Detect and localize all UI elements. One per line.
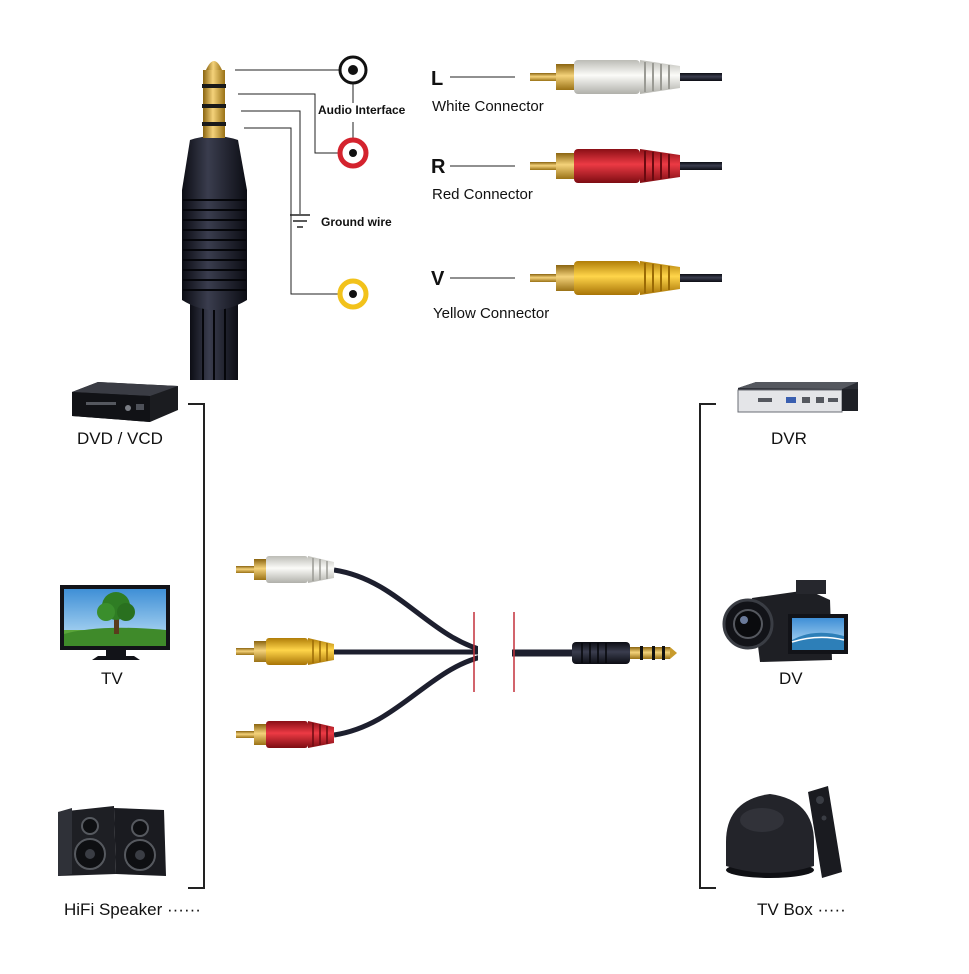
camcorder-icon [722,580,848,662]
dvr-icon [737,382,858,413]
tv-icon [60,585,170,660]
rca-plug-white [450,60,722,94]
hifi-speaker-icon [58,806,166,876]
left-bracket [188,403,205,889]
av-cable-middle [333,567,677,738]
connector-letter-l: L [431,68,444,90]
right-bracket [699,403,716,889]
jack-plug-vertical [182,61,247,380]
rca-plug-red [450,149,722,183]
ground-symbol-icon [290,214,310,228]
dvd-player-icon [72,382,178,422]
audio-ring-socket-black [338,55,368,85]
device-label-tv-box: TV Box ····· [757,900,846,919]
device-label-tv: TV [101,669,123,688]
connector-letter-v: V [431,268,445,290]
tv-box-icon [726,786,842,878]
video-ring-socket-yellow [337,278,369,310]
mini-rca-plug-yellow [236,638,334,665]
device-label-dvd-vcd: DVD / VCD [77,429,163,448]
device-label-dv: DV [779,669,803,688]
mini-rca-plug-white [236,556,334,583]
white-connector-label: White Connector [432,98,544,115]
device-label-hifi-speaker: HiFi Speaker ······ [64,900,201,919]
rca-plug-yellow [450,261,722,295]
audio-ring-socket-red [337,137,369,169]
device-label-dvr: DVR [771,429,807,448]
red-connector-label: Red Connector [432,186,533,203]
ground-wire-label: Ground wire [321,215,392,229]
connector-letter-r: R [431,156,446,178]
yellow-connector-label: Yellow Connector [433,305,550,322]
jack-leader-lines [235,69,340,295]
mini-rca-plug-red [236,721,334,748]
audio-interface-label: Audio Interface [318,103,406,117]
